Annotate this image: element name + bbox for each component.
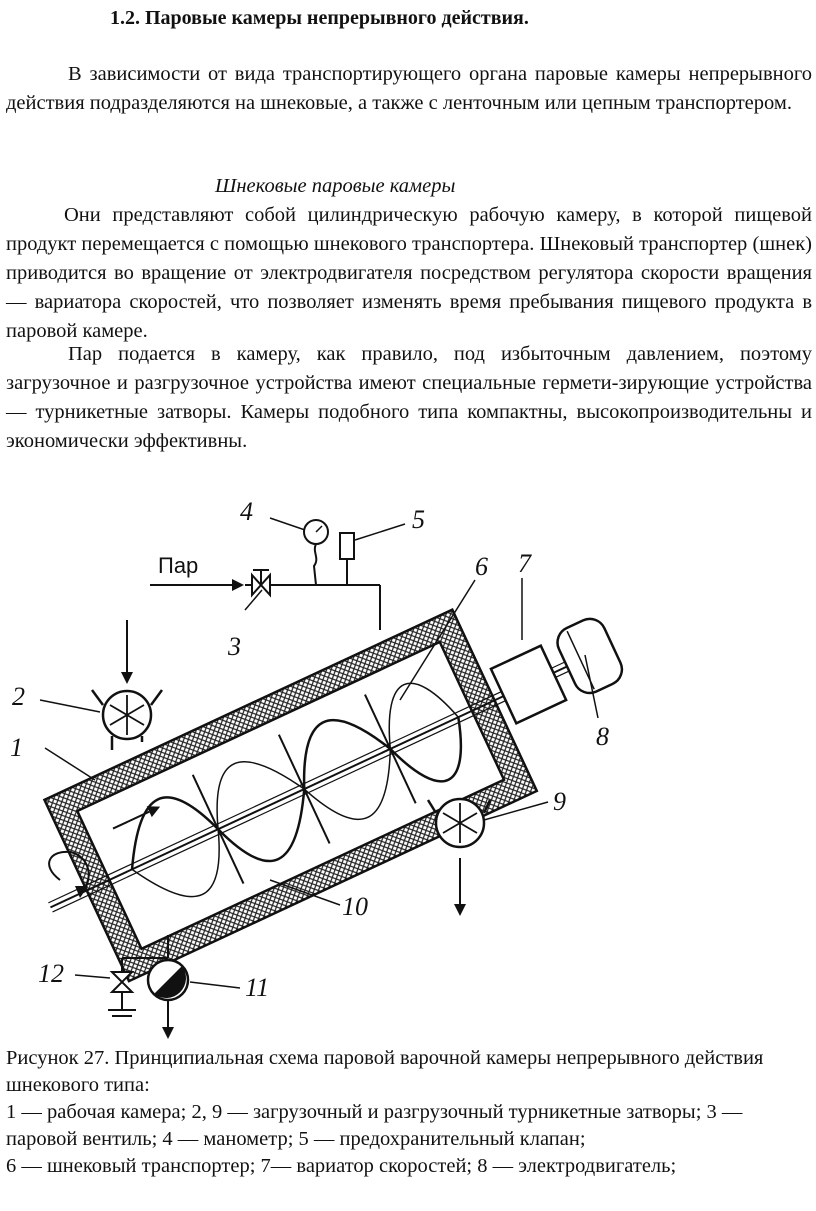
callout-8: 8 — [596, 722, 609, 751]
figure-caption: Рисунок 27. Принципиальная схема паровой… — [6, 1045, 812, 1180]
steam-chamber-diagram: Пар — [10, 497, 624, 1039]
callout-7: 7 — [518, 549, 532, 578]
callout-10: 10 — [342, 892, 368, 921]
callout-5: 5 — [412, 505, 425, 534]
callout-6: 6 — [475, 552, 488, 581]
subheading: Шнековые паровые камеры — [215, 175, 456, 197]
caption-title: Рисунок 27. Принципиальная схема паровой… — [6, 1047, 764, 1096]
callout-12: 12 — [38, 959, 64, 988]
section-heading: 1.2. Паровые камеры непрерывного действи… — [110, 7, 529, 29]
unloading-turnstile — [426, 797, 492, 916]
speed-variator — [489, 643, 568, 725]
paragraph-1: Они представляют собой цилиндрическую ра… — [6, 204, 812, 342]
callout-4: 4 — [240, 497, 253, 526]
callout-9: 9 — [553, 787, 566, 816]
caption-line-1: 1 — рабочая камера; 2, 9 — загрузочный и… — [6, 1101, 743, 1150]
steam-line: Пар — [150, 519, 381, 630]
paragraph-2: Пар подается в камеру, как правило, под … — [6, 343, 812, 452]
rotation-arrow — [48, 850, 90, 896]
caption-line-2: 6 — шнековый транспортер; 7— вариатор ск… — [6, 1155, 677, 1177]
intro-paragraph: В зависимости от вида транспортирующего … — [6, 63, 812, 114]
steam-label: Пар — [158, 553, 198, 578]
electric-motor — [556, 617, 624, 695]
callout-1: 1 — [10, 733, 23, 762]
loading-turnstile — [90, 620, 164, 750]
callout-2: 2 — [12, 682, 25, 711]
callout-11: 11 — [245, 973, 269, 1002]
drain-assembly — [108, 935, 190, 1039]
callout-3: 3 — [227, 632, 241, 661]
